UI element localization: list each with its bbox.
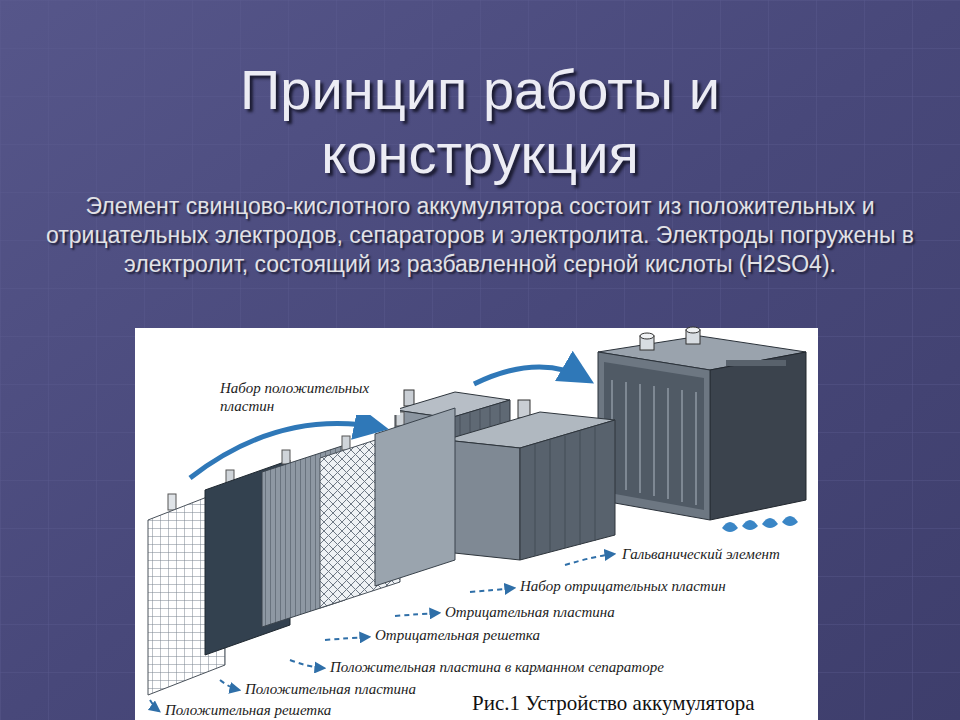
figure-panel bbox=[135, 328, 818, 720]
part-label: Отрицательная пластина bbox=[443, 603, 617, 621]
assembly-arrow bbox=[190, 367, 588, 478]
part-label: Гальванический элемент bbox=[620, 545, 782, 563]
part-label: Положительная пластина bbox=[243, 680, 418, 698]
negative-plate bbox=[375, 408, 455, 586]
figure-caption: Рис.1 Устройство аккумулятора bbox=[470, 691, 756, 715]
part-label: Отрицательная решетка bbox=[373, 626, 542, 644]
negative-plate-set bbox=[445, 400, 615, 560]
part-label: Положительная решетка bbox=[163, 701, 333, 719]
slide-title: Принцип работы и конструкция bbox=[170, 58, 790, 186]
part-label: Набор положительных пластин bbox=[218, 379, 400, 415]
electrolyte-drops bbox=[722, 516, 798, 532]
part-label: Положительная пластина в карманном сепар… bbox=[328, 658, 666, 676]
body-text: Элемент свинцово-кислотного аккумулятора… bbox=[14, 192, 946, 279]
battery-case bbox=[598, 327, 806, 520]
part-label: Набор отрицательных пластин bbox=[518, 577, 728, 595]
